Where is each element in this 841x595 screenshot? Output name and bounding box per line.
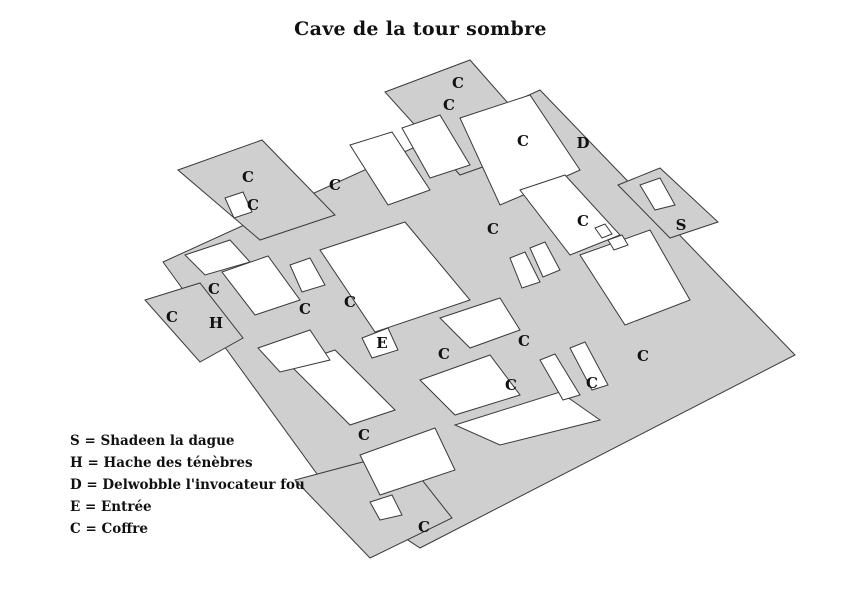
void-north-b xyxy=(401,114,471,179)
chest-marker: C xyxy=(418,518,430,536)
delwobble-marker: D xyxy=(576,134,589,152)
void-central xyxy=(319,221,471,333)
chest-marker: C xyxy=(344,293,356,311)
chest-marker: C xyxy=(247,196,259,214)
void-north-a xyxy=(349,131,431,206)
void-slot-b xyxy=(529,241,561,278)
void-east-annex xyxy=(639,177,676,211)
shadeen-marker: S xyxy=(676,216,687,234)
legend-hache: H = Hache des ténèbres xyxy=(70,455,253,471)
northwest-annex xyxy=(177,139,336,241)
void-entrance xyxy=(361,327,399,359)
chest-marker: C xyxy=(329,176,341,194)
chest-marker: C xyxy=(452,74,464,92)
map-title: Cave de la tour sombre xyxy=(294,18,547,40)
chest-marker: C xyxy=(505,376,517,394)
void-small-b xyxy=(607,234,629,251)
legend-shadeen: S = Shadeen la dague xyxy=(70,433,235,449)
west-annex xyxy=(144,282,244,363)
void-south xyxy=(453,391,602,446)
legend-entree: E = Entrée xyxy=(70,499,152,515)
void-slot-a xyxy=(509,251,541,289)
void-nw-small xyxy=(224,191,253,219)
wall-layer xyxy=(184,94,691,521)
void-west-room xyxy=(221,255,301,316)
void-center-east xyxy=(439,297,521,349)
chest-marker: C xyxy=(443,96,455,114)
chest-marker: C xyxy=(577,212,589,230)
void-small-a xyxy=(594,223,613,239)
chest-marker: C xyxy=(438,345,450,363)
chest-marker: C xyxy=(166,308,178,326)
chest-marker: C xyxy=(518,332,530,350)
chest-marker: C xyxy=(637,347,649,365)
hache-marker: H xyxy=(209,314,223,332)
chest-marker: C xyxy=(586,374,598,392)
chest-marker: C xyxy=(242,168,254,186)
void-east xyxy=(579,229,691,326)
chest-marker: C xyxy=(517,132,529,150)
entrance-marker: E xyxy=(376,334,387,352)
chest-marker: C xyxy=(208,280,220,298)
void-slot-c xyxy=(539,353,581,401)
void-south-mid xyxy=(419,354,521,416)
chest-marker: C xyxy=(358,426,370,444)
void-west-b xyxy=(257,329,331,373)
void-slot-d xyxy=(569,341,609,391)
void-south-small xyxy=(369,494,403,521)
map-legend: S = Shadeen la dague H = Hache des ténèb… xyxy=(70,430,305,540)
chest-marker: C xyxy=(487,220,499,238)
void-northeast xyxy=(519,174,621,256)
legend-delwobble: D = Delwobble l'invocateur fou xyxy=(70,477,305,493)
chest-marker: C xyxy=(299,300,311,318)
void-south-b xyxy=(359,427,456,496)
legend-coffre: C = Coffre xyxy=(70,521,148,537)
void-west-c xyxy=(289,257,326,293)
